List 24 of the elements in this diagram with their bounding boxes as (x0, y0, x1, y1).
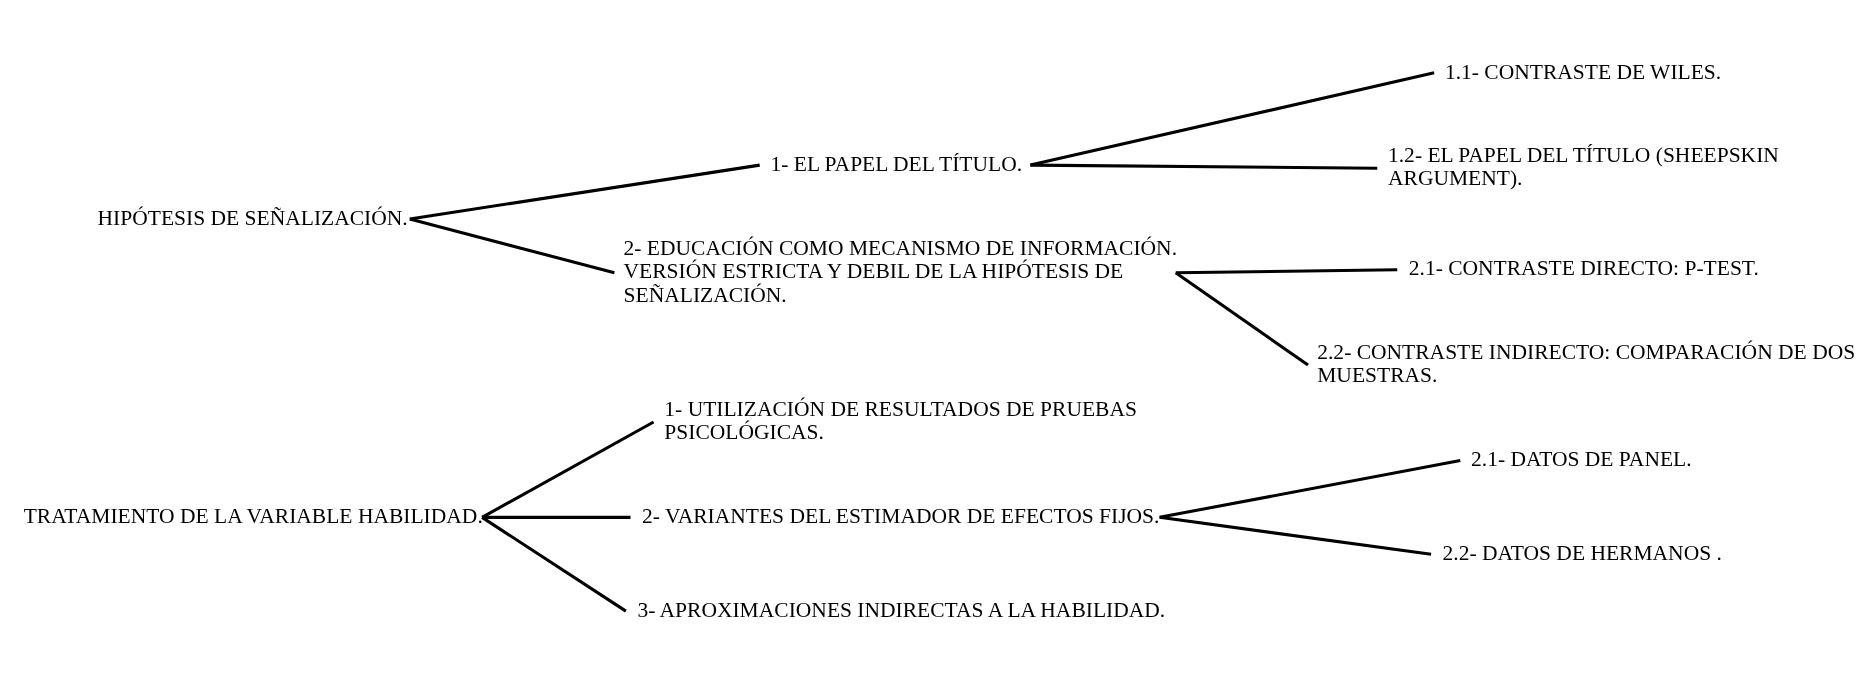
node-text: 2- VARIANTES DEL ESTIMADOR DE EFECTOS FIJOS. (642, 504, 1160, 529)
node-text: 1- UTILIZACIÓN DE RESULTADOS DE PRUEBAS PSICOLÓGICAS. (664, 397, 1137, 445)
node-text: 2.1- CONTRASTE DIRECTO: P-TEST. (1408, 256, 1759, 281)
connector (481, 420, 655, 519)
node-text: HIPÓTESIS DE SEÑALIZACIÓN. (97, 205, 408, 230)
connector (1175, 268, 1398, 275)
node-text: 3- APROXIMACIONES INDIRECTAS A LA HABILIDAD. (637, 597, 1166, 622)
node-text: TRATAMIENTO DE LA VARIABLE HABILIDAD. (23, 504, 483, 529)
node-text: 2.1- DATOS DE PANEL. (1471, 447, 1692, 472)
node-text: 1- EL PAPEL DEL TÍTULO. (770, 151, 1023, 176)
node-text: 1.1- CONTRASTE DE WILES. (1444, 59, 1722, 84)
connector (1159, 515, 1432, 556)
node-text: 2- EDUCACIÓN COMO MECANISMO DE INFORMACIÓN. VERSIÓN ESTRICTA Y DEBIL DE LA HIPÓTESIS DE SEÑALIZACIÓN. (623, 236, 1178, 307)
node-text: 1.2- EL PAPEL DEL TÍTULO (SHEEPSKIN ARGUMENT). (1388, 143, 1779, 191)
connector (1174, 271, 1309, 367)
connector (482, 515, 631, 519)
connector (409, 217, 615, 275)
node-text: 2.2- DATOS DE HERMANOS . (1442, 540, 1722, 565)
node-text: 2.2- CONTRASTE INDIRECTO: COMPARACIÓN DE DOS MUESTRAS. (1317, 340, 1856, 388)
connector (409, 163, 760, 221)
connector (481, 516, 627, 613)
connector (1159, 458, 1461, 519)
connector (1030, 163, 1378, 170)
connector (1030, 71, 1435, 167)
